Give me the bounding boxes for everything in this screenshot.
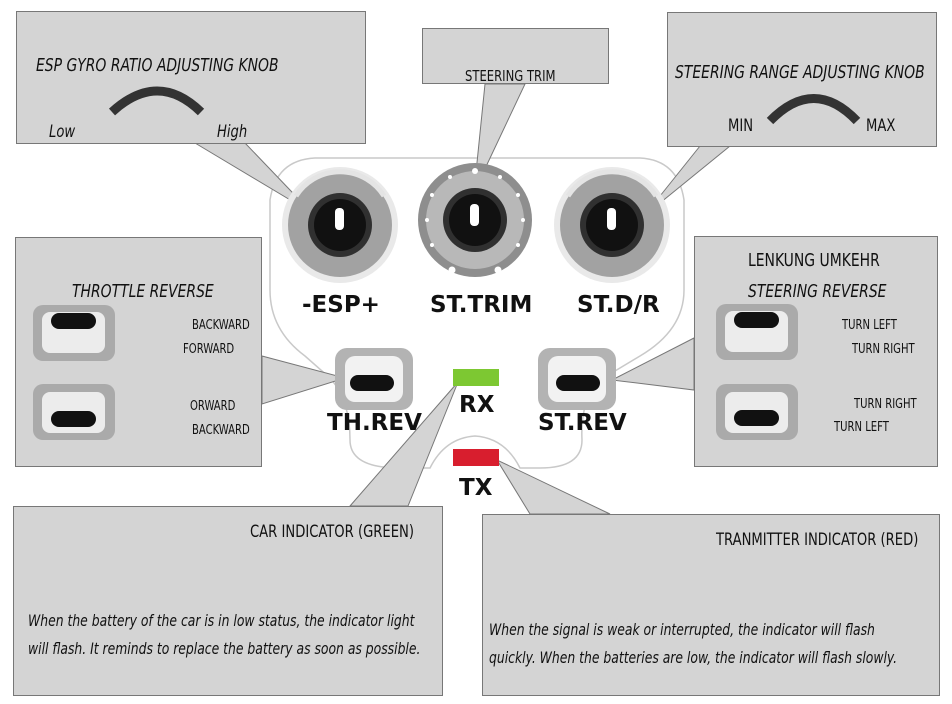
trim-knob[interactable] — [418, 163, 532, 277]
throttle-pointer — [261, 355, 347, 405]
esp-knob[interactable] — [282, 167, 398, 283]
throttle-opt2-a: ORWARD — [190, 399, 236, 414]
car-indicator-title: CAR INDICATOR (GREEN) — [250, 522, 415, 542]
steer-opt2-a: TURN RIGHT — [854, 397, 917, 412]
range-min-label: MIN — [728, 116, 754, 136]
dr-knob[interactable] — [554, 167, 670, 283]
car-indicator-line1: When the battery of the car is in low st… — [28, 611, 415, 630]
tx-indicator-line1: When the signal is weak or interrupted, … — [489, 620, 875, 639]
throttle-opt1-a: BACKWARD — [192, 318, 250, 333]
car-indicator-line2: will flash. It reminds to replace the ba… — [28, 639, 421, 658]
tx-indicator-title: TRANMITTER INDICATOR (RED) — [716, 530, 919, 550]
throttle-opt1-b: FORWARD — [183, 342, 235, 357]
range-max-label: MAX — [866, 116, 896, 136]
steer-opt1-a: TURN LEFT — [842, 318, 897, 333]
throttle-opt2-b: BACKWARD — [192, 423, 250, 438]
esp-low-label: Low — [49, 122, 76, 142]
throttle-reverse-title: THROTTLE REVERSE — [72, 281, 214, 302]
trim-label: ST.TRIM — [430, 292, 533, 318]
steering-range-callout — [667, 12, 937, 147]
strev-switch[interactable] — [538, 348, 616, 410]
car-indicator-callout — [13, 506, 443, 696]
esp-label: -ESP+ — [302, 292, 380, 318]
threv-switch[interactable] — [335, 348, 413, 410]
steering-reverse-title: STEERING REVERSE — [748, 281, 887, 302]
steering-trim-title: STEERING TRIM — [465, 67, 556, 85]
tx-led — [453, 449, 499, 466]
tx-indicator-line2: quickly. When the batteries are low, the… — [489, 648, 898, 667]
esp-gyro-callout — [16, 11, 366, 144]
dr-label: ST.D/R — [577, 292, 660, 318]
esp-high-label: High — [217, 122, 248, 142]
tx-indicator-callout — [482, 514, 940, 696]
strev-label: ST.REV — [538, 410, 627, 436]
steering-trim-callout — [422, 28, 609, 84]
steer-opt1-b: TURN RIGHT — [852, 342, 915, 357]
esp-gyro-title: ESP GYRO RATIO ADJUSTING KNOB — [36, 55, 279, 76]
tx-indicator-pointer — [495, 458, 611, 515]
steer-opt2-b: TURN LEFT — [834, 420, 889, 435]
steering-reverse-title-de: LENKUNG UMKEHR — [748, 250, 880, 271]
tx-label: TX — [459, 475, 493, 501]
steering-range-title: STEERING RANGE ADJUSTING KNOB — [675, 62, 925, 83]
rx-led — [453, 369, 499, 386]
rx-label: RX — [459, 392, 495, 418]
threv-label: TH.REV — [327, 410, 422, 436]
